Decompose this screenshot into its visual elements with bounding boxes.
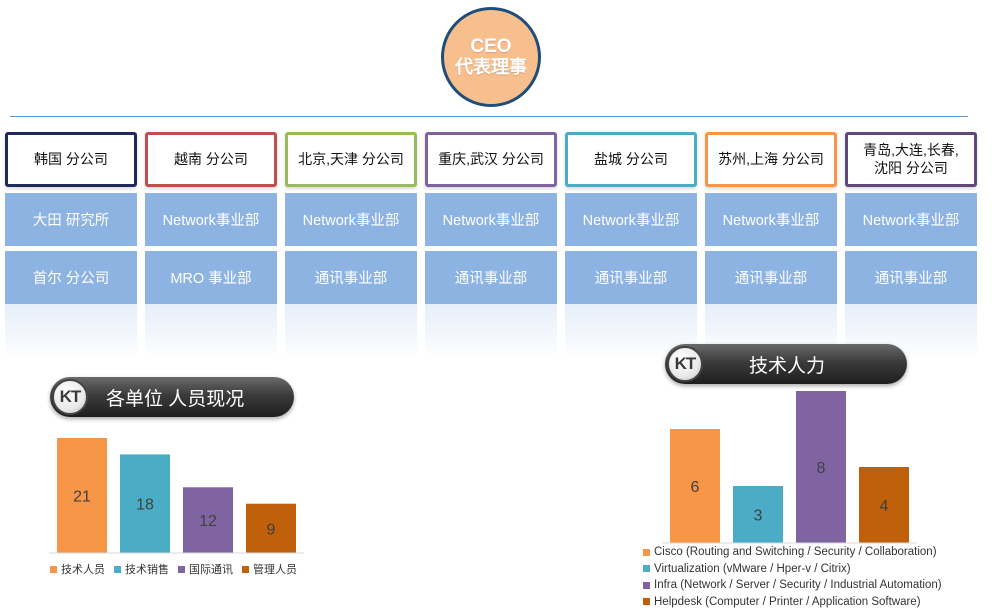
legend-item: Cisco (Routing and Switching / Security … xyxy=(643,546,937,558)
branch-box: 韩国 分公司 xyxy=(5,132,137,187)
dept-box: 大田 研究所 xyxy=(5,193,137,246)
bar-value-label: 3 xyxy=(754,508,763,525)
legend-swatch xyxy=(114,565,121,573)
dept-reflection xyxy=(5,304,137,360)
legend-swatch xyxy=(178,565,185,573)
dept-box: Network事业部 xyxy=(145,193,277,246)
dept-reflection xyxy=(145,304,277,360)
personnel-section-title: 各单位 人员现况 xyxy=(106,388,245,410)
legend-label: Helpdesk (Computer / Printer / Applicati… xyxy=(654,595,921,608)
dept-box: 通讯事业部 xyxy=(705,251,837,304)
bar xyxy=(796,391,846,543)
legend-item: 技术人员 xyxy=(50,561,105,577)
legend-swatch xyxy=(242,565,249,573)
branch-box: 越南 分公司 xyxy=(145,132,277,187)
ceo-subtitle: 代表理事 xyxy=(455,56,527,77)
bar xyxy=(670,429,720,543)
legend-swatch xyxy=(643,581,650,589)
legend-swatch xyxy=(643,548,650,556)
dept-box: 通讯事业部 xyxy=(425,251,557,304)
bar-value-label: 21 xyxy=(73,489,91,506)
branch-box: 盐城 分公司 xyxy=(565,132,697,187)
dept-box: 首尔 分公司 xyxy=(5,251,137,304)
dept-box: 通讯事业部 xyxy=(565,251,697,304)
dept-box: 通讯事业部 xyxy=(285,251,417,304)
org-divider-line xyxy=(10,116,968,117)
bar-value-label: 4 xyxy=(880,498,889,515)
legend-swatch xyxy=(50,565,57,573)
bar-value-label: 12 xyxy=(199,513,217,530)
dept-reflection xyxy=(285,304,417,360)
dept-reflection xyxy=(425,304,557,360)
bar xyxy=(246,503,296,553)
legend-label: Cisco (Routing and Switching / Security … xyxy=(654,546,937,558)
bar-value-label: 18 xyxy=(136,497,154,514)
bar-value-label: 8 xyxy=(817,460,826,477)
tech-section-header: KT 技术人力 xyxy=(665,344,907,384)
dept-box: Network事业部 xyxy=(845,193,977,246)
branch-box: 北京,天津 分公司 xyxy=(285,132,417,187)
legend-label: 国际通讯 xyxy=(189,564,233,576)
tech-section-title: 技术人力 xyxy=(749,355,826,377)
dept-box: MRO 事业部 xyxy=(145,251,277,304)
org-column: 重庆,武汉 分公司 Network事业部通讯事业部 xyxy=(425,132,557,360)
personnel-legend: 技术人员 技术销售 国际通讯 管理人员 xyxy=(50,561,306,577)
org-column: 韩国 分公司大田 研究所首尔 分公司 xyxy=(5,132,137,360)
legend-swatch xyxy=(643,565,650,572)
dept-box: Network事业部 xyxy=(565,193,697,246)
bar xyxy=(120,454,170,553)
bar xyxy=(859,467,909,543)
kt-logo-icon: KT xyxy=(52,379,88,415)
legend-label: Virtualization (vMware / Hper-v / Citrix… xyxy=(654,562,851,575)
dept-box: 通讯事业部 xyxy=(845,251,977,304)
personnel-section-header: KT 各单位 人员现况 xyxy=(50,377,294,417)
legend-item: 技术销售 xyxy=(114,561,169,577)
bar xyxy=(57,438,107,553)
org-column: 北京,天津 分公司 Network事业部通讯事业部 xyxy=(285,132,417,360)
legend-label: 技术人员 xyxy=(61,564,105,576)
org-column: 盐城 分公司 Network事业部通讯事业部 xyxy=(565,132,697,360)
bar-value-label: 6 xyxy=(691,479,700,496)
dept-box: Network事业部 xyxy=(425,193,557,246)
legend-item: Virtualization (vMware / Hper-v / Citrix… xyxy=(643,563,851,575)
legend-swatch xyxy=(643,598,650,605)
branch-box: 青岛,大连,长春, 沈阳 分公司 xyxy=(845,132,977,187)
legend-item: Helpdesk (Computer / Printer / Applicati… xyxy=(643,596,921,608)
bar-value-label: 9 xyxy=(267,521,276,538)
bar xyxy=(183,487,233,553)
dept-box: Network事业部 xyxy=(705,193,837,246)
ceo-title: CEO xyxy=(470,35,512,57)
ceo-node: CEO 代表理事 xyxy=(441,7,541,107)
org-column: 青岛,大连,长春, 沈阳 分公司 Network事业部通讯事业部 xyxy=(845,132,977,360)
legend-item: 管理人员 xyxy=(242,561,297,577)
branch-box: 重庆,武汉 分公司 xyxy=(425,132,557,187)
legend-item: Infra (Network / Server / Security / Ind… xyxy=(643,579,942,591)
bar xyxy=(733,486,783,543)
dept-box: Network事业部 xyxy=(285,193,417,246)
legend-label: Infra (Network / Server / Security / Ind… xyxy=(654,579,942,591)
branch-box: 苏州,上海 分公司 xyxy=(705,132,837,187)
legend-item: 国际通讯 xyxy=(178,561,233,577)
kt-logo-icon: KT xyxy=(667,346,703,382)
legend-label: 管理人员 xyxy=(253,564,297,576)
legend-label: 技术销售 xyxy=(125,564,169,576)
